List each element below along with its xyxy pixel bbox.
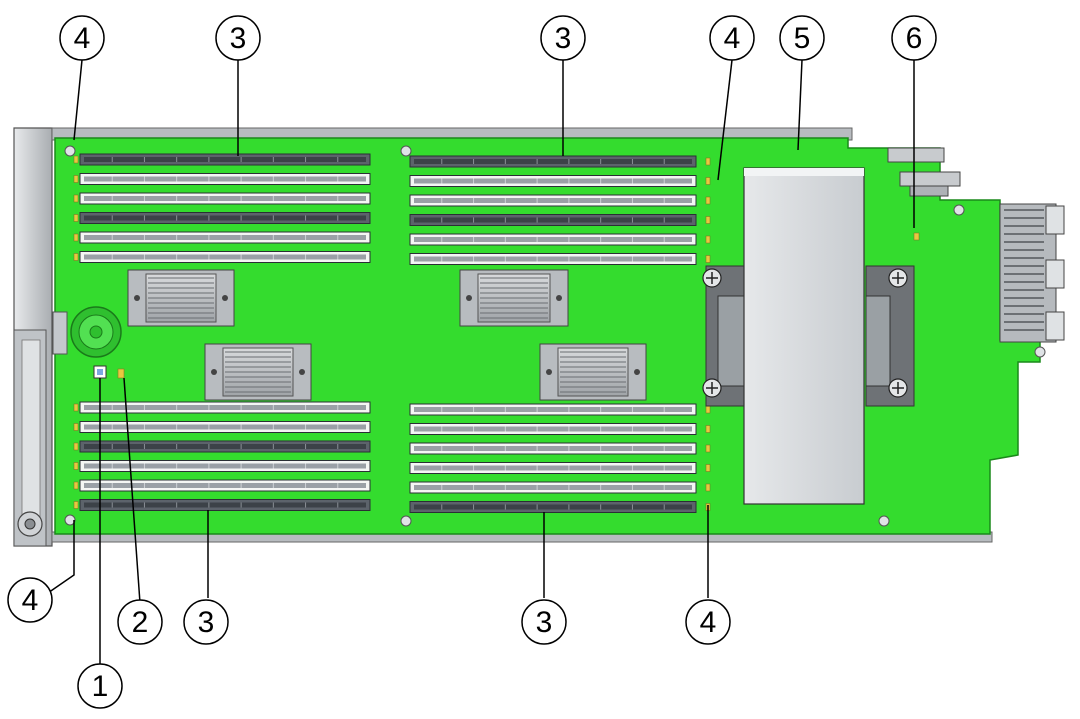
callout-c3a: 3: [215, 15, 261, 61]
callout-c4a: 4: [59, 15, 105, 61]
dimm-slots: [79, 153, 697, 513]
callout-label: 5: [794, 22, 811, 55]
chassis-handle: [13, 127, 53, 547]
bracket: [52, 311, 68, 355]
callout-c3c: 3: [183, 599, 229, 645]
led-icon: [117, 368, 125, 379]
board-screws: [64, 145, 1046, 527]
led-icon: [73, 423, 79, 431]
chip-heatsinks: [127, 269, 647, 401]
callout-label: 4: [22, 584, 39, 617]
dimm-slot: [79, 460, 371, 472]
callout-c3d: 3: [521, 599, 567, 645]
led-icon: [705, 157, 711, 166]
dimm-slot: [79, 479, 371, 492]
led-icon: [705, 464, 711, 472]
dimm-slot: [409, 175, 697, 187]
led-icon: [705, 425, 711, 433]
dimm-slot: [79, 173, 371, 185]
heatsink-icon: [459, 269, 569, 327]
callouts: 12 3 3 3 3 4 4 4 4 5 6: [7, 15, 937, 709]
dimm-slot: [79, 153, 371, 166]
dimm-slot: [409, 403, 697, 416]
dimm-slot: [79, 421, 371, 433]
led-icon: [73, 442, 79, 451]
button-face: [97, 369, 103, 375]
led-icon: [73, 462, 79, 470]
dimm-slot: [409, 442, 697, 455]
dimm-slot: [409, 194, 697, 207]
dimm-slot: [409, 423, 697, 435]
callout-label: 3: [536, 606, 553, 639]
heatsink-icon: [127, 269, 235, 327]
callout-label: 3: [555, 22, 572, 55]
led-icon: [913, 232, 920, 241]
callout-label: 2: [132, 606, 149, 639]
callout-label: 1: [92, 670, 109, 703]
led-icon: [73, 403, 79, 412]
callout-c1: 1: [77, 663, 123, 709]
heatsink-icon: [204, 343, 312, 401]
led-icon: [705, 235, 711, 244]
dimm-slot: [79, 212, 371, 224]
callout-label: 4: [700, 606, 717, 639]
callout-label: 3: [198, 606, 215, 639]
battery-icon: [70, 306, 122, 358]
dimm-slot: [409, 233, 697, 246]
dimm-slot: [409, 481, 697, 494]
dimm-slot: [79, 440, 371, 453]
dimm-slot: [409, 462, 697, 474]
led-icon: [73, 155, 79, 164]
led-icon: [73, 214, 79, 222]
callout-label: 4: [74, 22, 91, 55]
callout-c6: 6: [891, 15, 937, 61]
dimm-slot: [79, 499, 371, 511]
dimm-slot: [79, 231, 371, 244]
led-icon: [73, 194, 79, 203]
heatsink-icon: [539, 343, 647, 401]
led-icon: [705, 177, 711, 185]
leader-lines: [44, 59, 915, 668]
callout-c4c: 4: [7, 577, 53, 623]
led-icon: [705, 196, 711, 205]
led-icon: [705, 216, 711, 224]
led-icon: [705, 255, 711, 263]
callout-c4b: 4: [709, 15, 755, 61]
callout-c5: 5: [779, 15, 825, 61]
dimm-slot: [79, 192, 371, 205]
dimm-slot: [409, 214, 697, 226]
cpu-heatsink: [702, 167, 915, 505]
rear-connectors: [887, 147, 1065, 343]
dimm-slot: [79, 251, 371, 263]
callout-label: 6: [906, 22, 923, 55]
dimm-slot: [409, 253, 697, 265]
callout-label: 3: [230, 22, 247, 55]
led-icon: [73, 501, 79, 509]
led-icon: [73, 233, 79, 242]
callout-c2: 2: [117, 599, 163, 645]
led-icon: [73, 481, 79, 490]
dimm-slot: [409, 501, 697, 513]
callout-c3b: 3: [540, 15, 586, 61]
led-icon: [73, 175, 79, 183]
led-icon: [705, 405, 711, 414]
led-icon: [705, 483, 711, 492]
dimm-slot: [409, 155, 697, 168]
callout-c4d: 4: [685, 599, 731, 645]
led-icon: [73, 253, 79, 261]
led-icon: [705, 444, 711, 453]
callout-label: 4: [724, 22, 741, 55]
dimm-slot: [79, 401, 371, 414]
